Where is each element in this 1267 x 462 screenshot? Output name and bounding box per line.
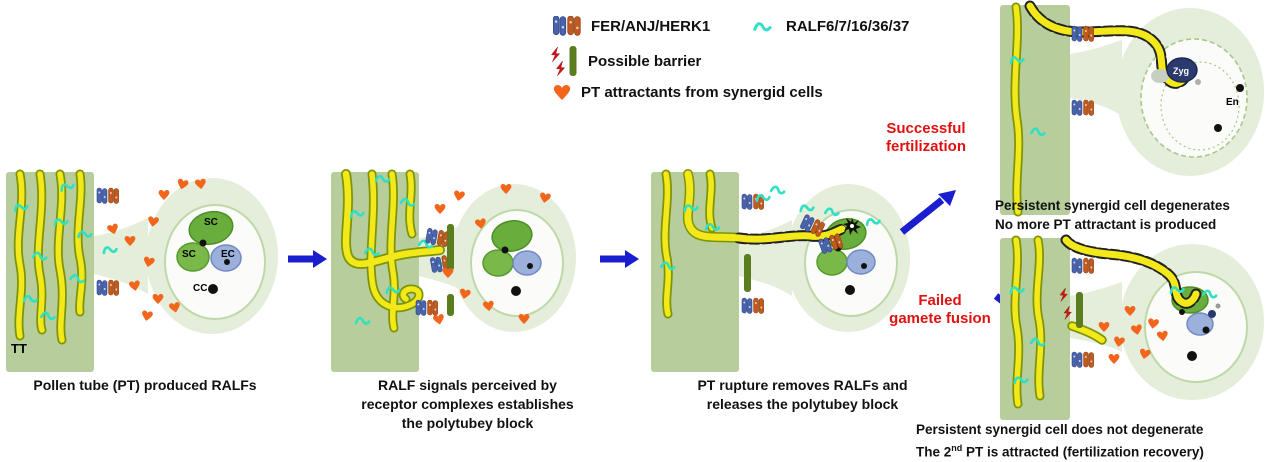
zygote-and-endosperm: [1151, 57, 1244, 132]
second-pollen-tube: [1067, 321, 1107, 345]
receptor-icon: [553, 16, 581, 36]
arrow-successful-fertilization: [899, 190, 956, 235]
pollen-tubes: [1010, 235, 1046, 409]
nucleus: [1214, 124, 1222, 132]
receptor-icon: [96, 279, 120, 296]
nucleus: [1236, 84, 1244, 92]
panel-5-art: [1000, 234, 1264, 420]
ruptured-pollen-tube: [682, 169, 848, 245]
label-transmitting-tract: TT: [11, 341, 27, 356]
nuclei: [1179, 303, 1221, 361]
nuclei: [199, 239, 230, 294]
panel-3-caption: PT rupture removes RALFs and releases th…: [697, 377, 908, 412]
barrier-icon: [551, 46, 577, 77]
panel-2-caption: RALF signals perceived by receptor compl…: [361, 377, 574, 431]
panel-1-art: [6, 169, 278, 372]
panel-3-art: [651, 169, 910, 372]
nuclei: [501, 246, 533, 296]
egg-cell: [210, 244, 242, 272]
first-pollen-tube-remnant: [1060, 234, 1202, 309]
receptor-icon: [741, 297, 765, 314]
synergid-cell: [188, 210, 234, 246]
panel-5-caption: Persistent synergid cell does not degene…: [916, 420, 1267, 462]
label-synergid-top: SC: [204, 217, 218, 228]
synergid-cell: [176, 242, 210, 272]
sperm-cell: [1208, 310, 1216, 318]
endosperm-boundary: [1160, 61, 1240, 151]
label-central-cell: CC: [193, 283, 208, 294]
pollen-tubes: [1010, 2, 1024, 217]
micropyle-funnel: [1070, 40, 1122, 116]
zygote-cell: [1166, 57, 1198, 83]
legend-ralf-label: RALF6/7/16/36/37: [786, 18, 910, 35]
panel-4-caption: Persistent synergid cell degenerates No …: [995, 198, 1230, 232]
transmitting-tract: [651, 172, 739, 372]
panel-4-art: [1000, 0, 1264, 217]
legend-item-ralf: RALF6/7/16/36/37: [750, 18, 909, 35]
panel-5-caption-line1: Persistent synergid cell does not degene…: [916, 422, 1204, 437]
legend-item-barrier: Possible barrier: [550, 44, 701, 78]
rupture-burst-center: [850, 224, 854, 228]
pollen-tubes: [13, 169, 87, 345]
degenerated-nucleus: [1195, 79, 1201, 85]
transmitting-tract: [1000, 5, 1070, 215]
transmitting-tract: [6, 172, 94, 372]
legend-item-attractant: PT attractants from synergid cells: [553, 84, 823, 101]
label-egg-cell: EC: [221, 249, 235, 260]
legend-item-receptor: FER/ANJ/HERK1: [553, 16, 710, 36]
label-synergid-left: SC: [182, 249, 196, 260]
panel-2-art: [331, 169, 576, 372]
panel-5-caption-line2: The 2nd PT is attracted (fertilization r…: [916, 443, 1204, 460]
barrier-bar: [744, 254, 751, 292]
panel-1-caption: Pollen tube (PT) produced RALFs: [33, 377, 257, 393]
barrier-bar: [447, 224, 454, 270]
receptor-icon: [415, 299, 439, 316]
label-endosperm: En: [1226, 97, 1239, 108]
receptor-icon: [96, 187, 120, 204]
receptor-icon: [1071, 257, 1095, 274]
attractant-icon: [553, 85, 571, 100]
label-successful-fertilization: Successful fertilization: [885, 120, 966, 155]
ovule-cells: [482, 220, 542, 296]
barrier-bar: [1076, 292, 1083, 328]
ralf-icon: [753, 21, 772, 31]
legend-receptor-label: FER/ANJ/HERK1: [591, 17, 711, 35]
arrow-panel1-to-panel2: [288, 250, 327, 268]
legend-barrier-label: Possible barrier: [588, 52, 702, 70]
arrow-panel2-to-panel3: [600, 250, 639, 268]
fertilizing-pollen-tube: [1024, 0, 1192, 89]
label-zygote: Zyg: [1173, 66, 1190, 76]
micropyle-funnel: [94, 218, 148, 294]
receptor-icon: [1071, 99, 1095, 116]
label-failed-gamete-fusion: Failed gamete fusion: [889, 292, 991, 327]
ovule-cells: [176, 210, 242, 294]
barrier-bar: [447, 294, 454, 316]
legend-attractant-label: PT attractants from synergid cells: [581, 84, 823, 101]
pollen-tubes: [341, 169, 445, 333]
receptor-icon: [1071, 351, 1095, 368]
degenerated-synergid: [1151, 69, 1169, 83]
